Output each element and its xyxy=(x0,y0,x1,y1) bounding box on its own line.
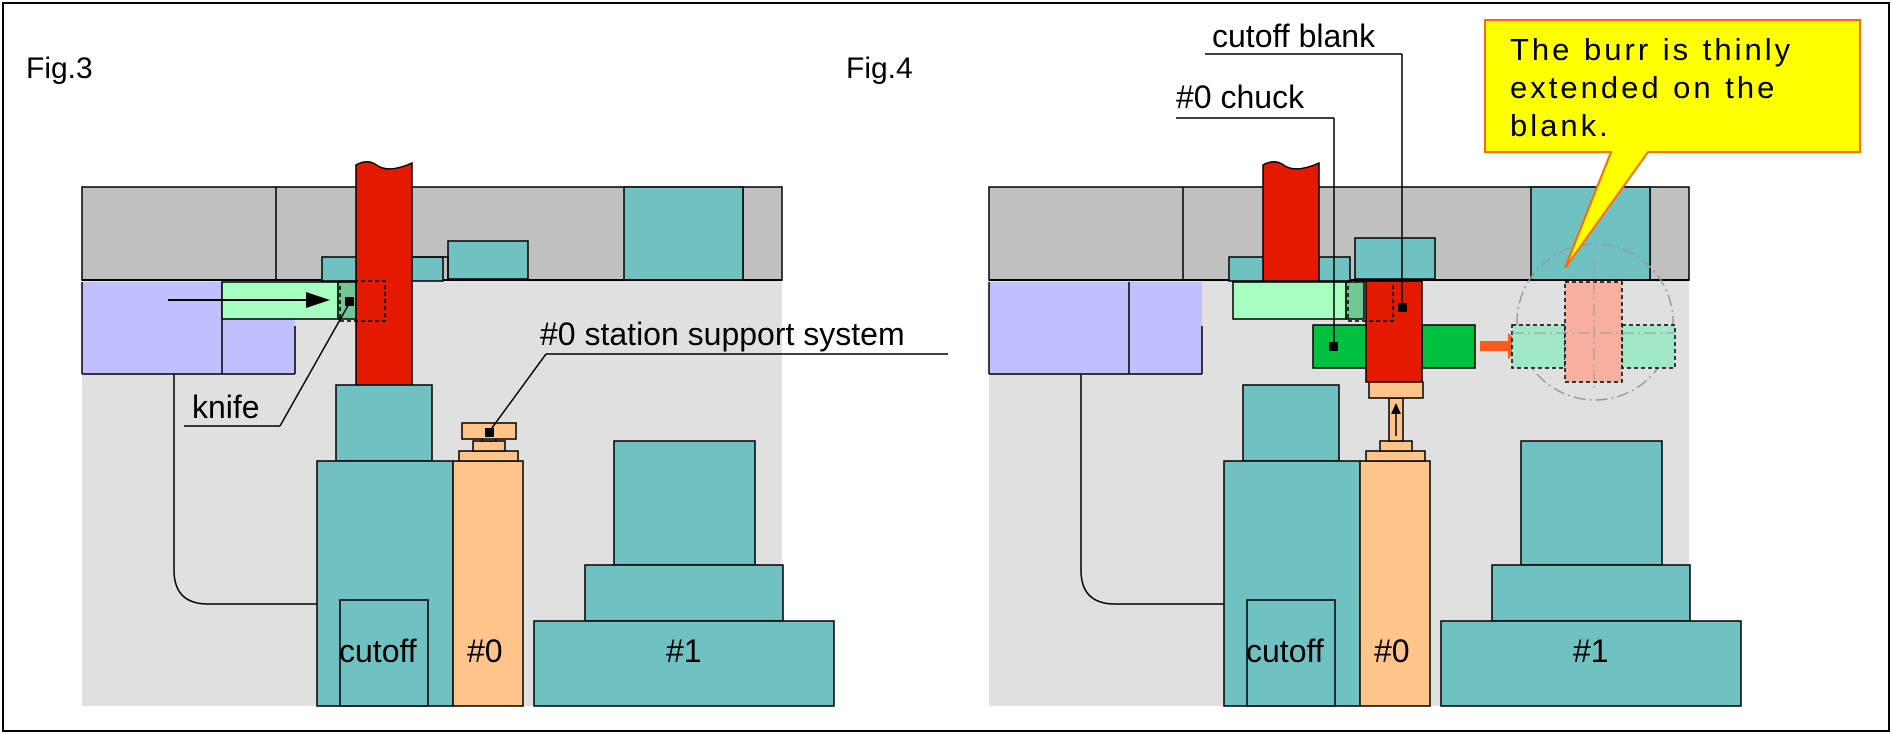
fig3-cutoff-inner xyxy=(339,599,429,707)
fig4-support-cap xyxy=(1368,381,1424,399)
fig4-flange-right xyxy=(1354,237,1436,280)
fig4-blank-slot xyxy=(1347,280,1394,322)
fig4-chuck-right xyxy=(1421,324,1476,369)
fig3-cutoff-column-top xyxy=(335,384,433,462)
fig4-cutoff-blank xyxy=(1365,280,1423,383)
fig3-flange-right xyxy=(447,240,529,280)
fig4-callout-line2: extended on the xyxy=(1510,70,1777,105)
fig4-support-base xyxy=(1365,450,1426,462)
fig3-teal-block-top-right xyxy=(623,186,744,281)
fig3-station0-column xyxy=(452,460,524,707)
fig3-station1-top xyxy=(613,440,756,566)
fig3-support-leader xyxy=(488,353,547,433)
fig4-cutoff-label: cutoff xyxy=(1246,633,1324,669)
fig4-feed-block xyxy=(989,282,1202,374)
fig3-support-base xyxy=(458,450,519,462)
fig3-station1-label: #1 xyxy=(666,633,702,669)
fig4-wire-bar xyxy=(1232,281,1347,320)
fig4-title: Fig.4 xyxy=(846,52,913,85)
fig4-ghost-outline xyxy=(1516,243,1674,401)
fig3-knife-leader xyxy=(279,301,351,427)
fig4-push-arrowhead xyxy=(1391,403,1401,414)
fig3-knife xyxy=(355,161,413,386)
fig4-station1-mid xyxy=(1491,564,1691,622)
fig4-cutoff-inner xyxy=(1246,599,1336,707)
fig3-title: Fig.3 xyxy=(26,52,93,85)
fig4-ghost-chuck-left xyxy=(1511,324,1566,369)
fig3-cutoff-label: cutoff xyxy=(339,633,417,669)
fig4-station1-top xyxy=(1520,440,1663,566)
fig4-callout-line1: The burr is thinly xyxy=(1510,32,1793,67)
fig3-station1-mid xyxy=(584,564,784,622)
fig4-station1-base xyxy=(1440,620,1742,707)
fig4-inner-boundary xyxy=(1080,374,1225,605)
fig4-station0-label: #0 xyxy=(1374,633,1410,669)
fig4-station0-column xyxy=(1359,460,1431,707)
fig4-cutoff-column-top xyxy=(1242,384,1340,462)
fig3-station0-label: #0 xyxy=(467,633,503,669)
figure-4: Fig.4 #0 chuck cut xyxy=(846,18,1861,707)
fig4-callout xyxy=(1484,19,1861,269)
figure-3: Fig.3 knife xyxy=(26,52,948,707)
fig4-cutoff-blank-label: cutoff blank xyxy=(1212,18,1376,54)
fig4-ghost-chuck-right xyxy=(1621,324,1676,369)
fig4-wire-end xyxy=(1345,281,1365,320)
fig3-support-label: #0 station support system xyxy=(540,316,905,352)
fig3-support-mid xyxy=(472,440,506,452)
fig4-support-mid xyxy=(1379,440,1413,452)
fig4-callout-line3: blank. xyxy=(1510,108,1611,143)
fig3-knife-slot xyxy=(339,280,386,322)
fig3-feed-arrowhead xyxy=(306,292,330,308)
fig4-knife xyxy=(1262,161,1320,282)
fig4-chuck-left xyxy=(1312,324,1367,369)
fig3-knife-label: knife xyxy=(192,389,260,425)
fig3-station1-base xyxy=(533,620,835,707)
fig4-station1-label: #1 xyxy=(1573,633,1609,669)
fig4-chuck-label: #0 chuck xyxy=(1176,79,1305,115)
fig3-inner-boundary xyxy=(173,374,318,605)
